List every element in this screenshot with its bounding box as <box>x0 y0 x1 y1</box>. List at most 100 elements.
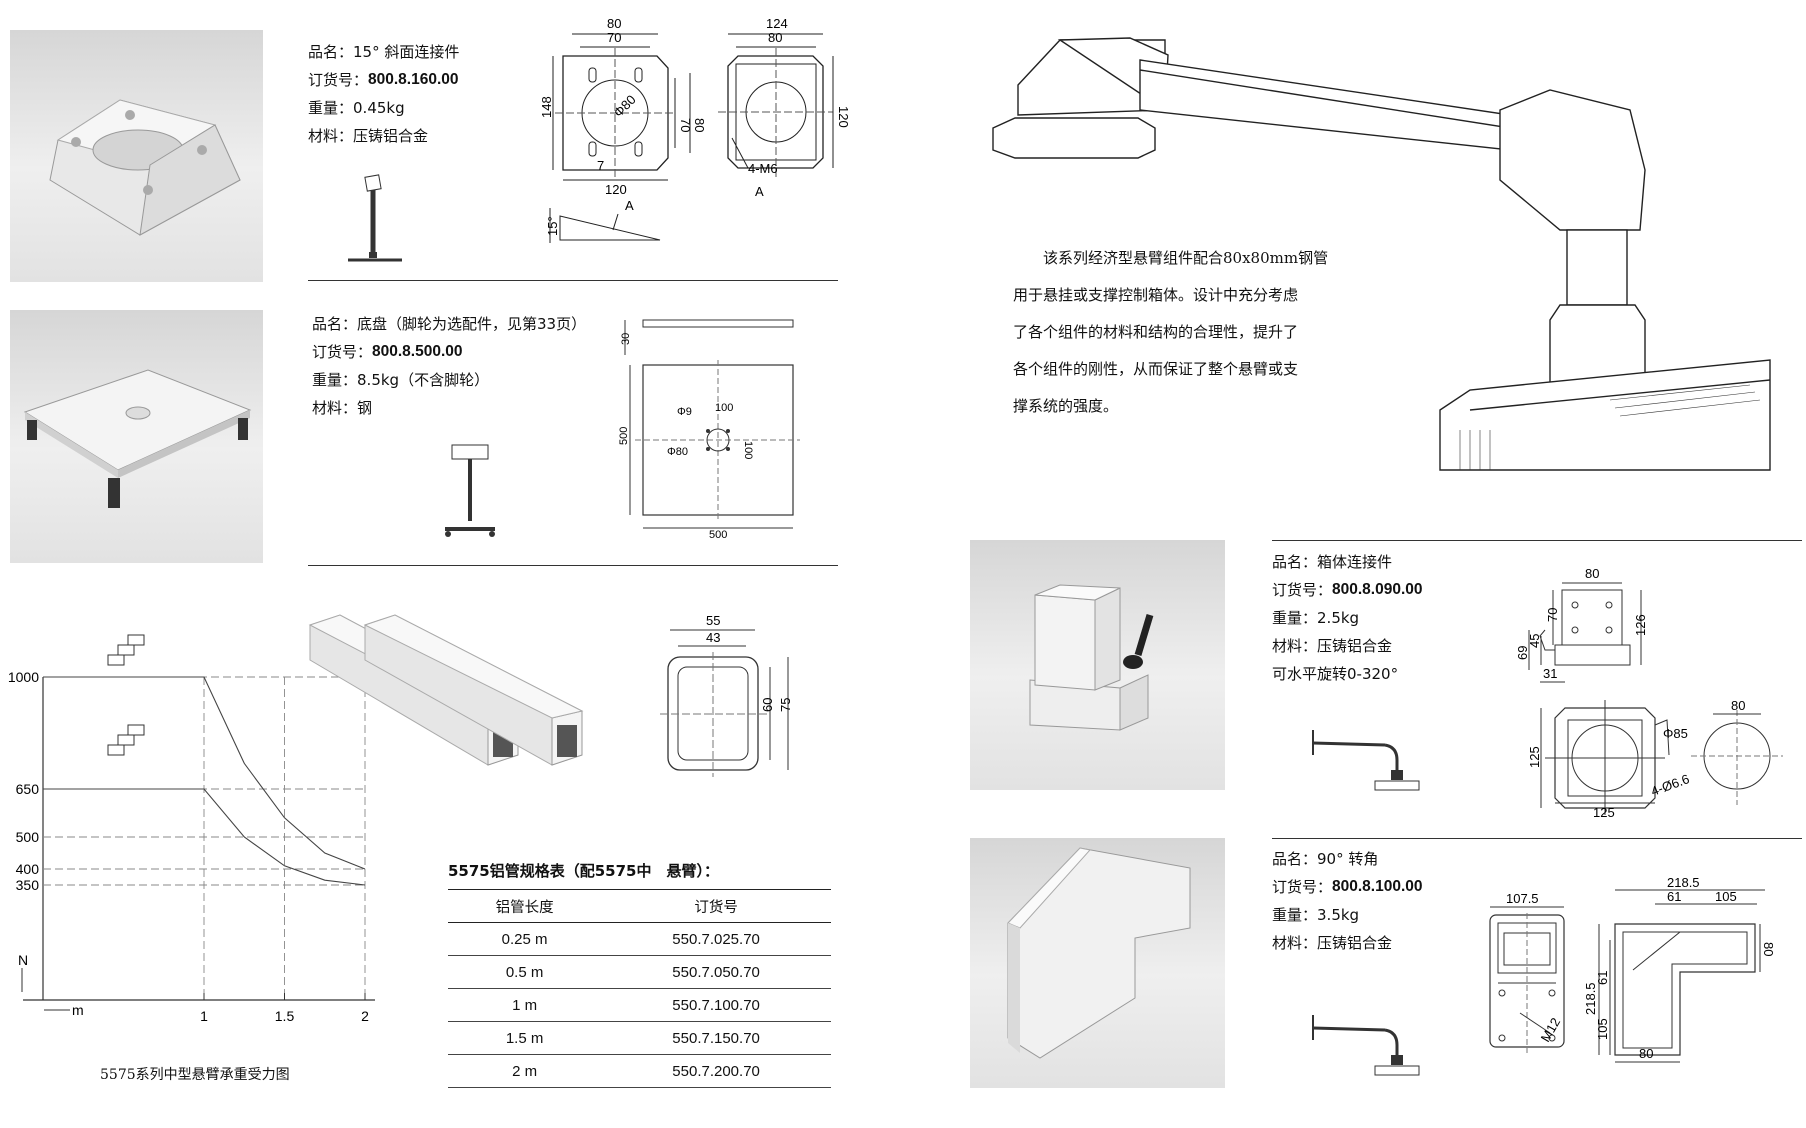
name-label: 品名： <box>1272 553 1318 571</box>
cell-order: 550.7.100.70 <box>601 988 831 1022</box>
dim-70: 70 <box>607 30 621 45</box>
order-label: 订货号： <box>1272 878 1333 896</box>
table-title: 5575铝管规格表（配5575中 悬臂）： <box>448 862 719 880</box>
dim-218w: 218.5 <box>1667 875 1700 890</box>
intro-line-5: 撑系统的强度。 <box>1013 397 1119 415</box>
corner-illustration <box>1007 847 1191 1059</box>
col-header-length: 铝管长度 <box>448 889 602 923</box>
intro-line-1: 该系列经济型悬臂组件配合80x80mm钢管 <box>1043 249 1329 267</box>
material-label: 材料： <box>308 127 354 145</box>
dim-61h: 61 <box>1595 971 1610 985</box>
cell-length: 0.25 m <box>448 922 602 956</box>
pole-sketch-2 <box>445 444 495 537</box>
dim-148: 148 <box>539 96 554 118</box>
x-tick-label: 1.5 <box>275 1008 295 1024</box>
weight-value: 8.5kg（不含脚轮） <box>357 371 490 389</box>
dim-43: 43 <box>706 630 720 645</box>
dim-61: 61 <box>1667 889 1681 904</box>
weight-value: 0.45kg <box>353 99 405 117</box>
product-name: 底盘（脚轮为选配件，见第33页） <box>357 315 587 333</box>
drawing-corner-side: 218.5 61 105 80 218.5 61 105 80 <box>1583 875 1776 1063</box>
view-a: A <box>755 184 764 199</box>
dim-70v: 70 <box>678 118 693 132</box>
alu-tube-illustration <box>308 614 584 766</box>
pole-sketch-1 <box>348 174 402 262</box>
product-photo-base-plate <box>10 310 263 563</box>
dim-100a: 100 <box>715 402 733 414</box>
dim-15deg: 15° <box>545 216 560 236</box>
cell-order: 550.7.150.70 <box>601 1021 831 1055</box>
dim-80h: 80 <box>1761 942 1776 956</box>
product-name: 90° 转角 <box>1317 850 1379 868</box>
cell-length: 2 m <box>448 1054 602 1088</box>
dim-105w: 105 <box>1715 889 1737 904</box>
drawing-box-connector-top: 125 80 Φ85 4-Ø6.6 <box>1527 698 1783 815</box>
drawing-slope-angle: 15° A <box>545 198 661 243</box>
intro-line-3: 了各个组件的材料和结构的合理性，提升了 <box>1013 323 1299 341</box>
cell-order: 550.7.200.70 <box>601 1054 831 1088</box>
dim-80v: 80 <box>692 118 707 132</box>
drawing-slope-top: 80 70 148 Φ80 7 70 80 120 <box>539 16 707 197</box>
y-tick-label: 650 <box>16 781 40 797</box>
intro-paragraph: 该系列经济型悬臂组件配合80x80mm钢管 用于悬挂或支撑控制箱体。设计中充分考… <box>1013 240 1343 425</box>
weight-label: 重量： <box>308 99 354 117</box>
material-value: 压铸铝合金 <box>353 127 429 145</box>
x-axis-label: m <box>72 1002 84 1018</box>
x-tick-label: 2 <box>361 1008 369 1024</box>
y-tick-label: 350 <box>16 877 40 893</box>
dim-500-side: 500 <box>618 427 630 445</box>
material-label: 材料： <box>312 399 358 417</box>
drawing-box-connector-side: 80 70 126 69 45 31 <box>1515 566 1648 683</box>
dim-31: 31 <box>1543 666 1557 681</box>
dim-120v: 120 <box>836 106 851 128</box>
base-plate-illustration <box>23 369 252 508</box>
order-number: 800.8.090.00 <box>1332 581 1423 598</box>
dim-7: 7 <box>597 158 604 173</box>
dim-125w: 125 <box>1593 805 1615 820</box>
name-label: 品名： <box>312 315 358 333</box>
y-axis-label: N <box>18 952 28 968</box>
y-tick-label: 400 <box>16 861 40 877</box>
weight-value: 2.5kg <box>1317 609 1360 627</box>
dim-69: 69 <box>1515 646 1530 660</box>
drawing-alu-profile: 55 43 60 75 <box>660 613 793 777</box>
box-connector-illustration <box>1029 584 1154 731</box>
divider-3 <box>1272 540 1802 541</box>
dim-107: 107.5 <box>1506 891 1539 906</box>
name-label: 品名： <box>1272 850 1318 868</box>
slope-connector-illustration <box>49 99 241 236</box>
material-value: 钢 <box>357 399 373 417</box>
material-value: 压铸铝合金 <box>1317 637 1393 655</box>
col-header-order: 订货号 <box>601 889 831 923</box>
dim-80b: 80 <box>1731 698 1745 713</box>
dim-70: 70 <box>1545 608 1560 622</box>
drawing-corner-front: 107.5 M12 <box>1489 891 1565 1053</box>
spec-block-corner-90: 品名：90° 转角 订货号：800.8.100.00 重量：3.5kg 材料：压… <box>1272 845 1423 957</box>
x-tick-label: 1 <box>200 1008 208 1024</box>
cell-order: 550.7.050.70 <box>601 955 831 989</box>
divider-1 <box>308 280 838 281</box>
product-name: 箱体连接件 <box>1317 553 1393 571</box>
arrow-a: A <box>625 198 634 213</box>
y-tick-label: 500 <box>16 829 40 845</box>
dim-80b: 80 <box>768 30 782 45</box>
drawing-base-plate: 30 Φ9 100 100 Φ80 500 500 <box>618 319 800 541</box>
series-line-upper <box>43 676 366 870</box>
dim-125-bottom: 125 <box>1555 802 1655 820</box>
order-number: 800.8.500.00 <box>372 343 463 360</box>
dim-55: 55 <box>706 613 720 628</box>
cell-length: 0.5 m <box>448 955 602 989</box>
dim-45: 45 <box>1527 634 1542 648</box>
arm-icon-upper <box>107 634 145 666</box>
order-label: 订货号： <box>1272 581 1333 599</box>
intro-line-2: 用于悬挂或支撑控制箱体。设计中充分考虑 <box>1013 286 1299 304</box>
dim-105h: 105 <box>1595 1018 1610 1040</box>
dim-124: 124 <box>766 16 788 31</box>
weight-value: 3.5kg <box>1317 906 1360 924</box>
order-number: 800.8.100.00 <box>1332 878 1423 895</box>
weight-label: 重量： <box>1272 906 1318 924</box>
